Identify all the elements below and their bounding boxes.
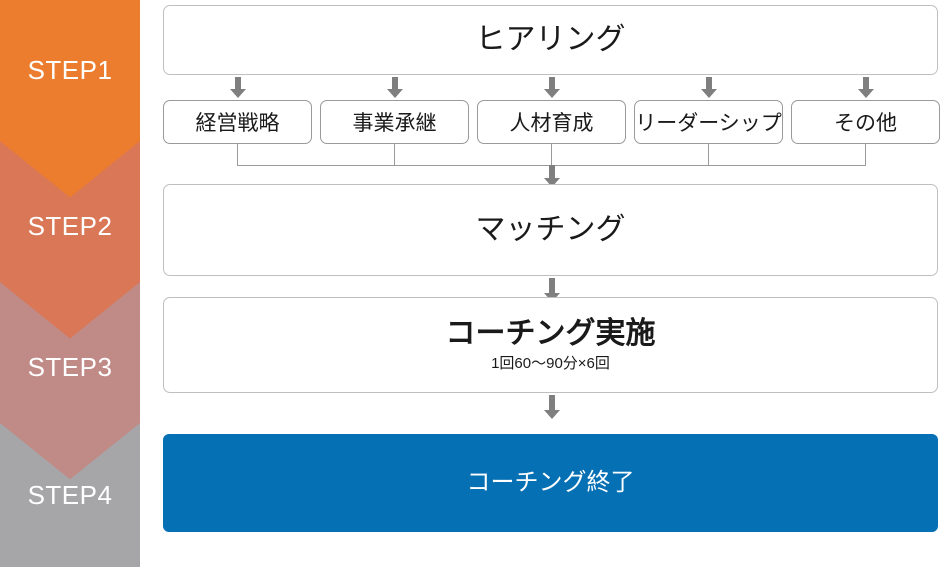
arrow-to-category-5 (858, 77, 874, 98)
matching-label: マッチング (475, 212, 626, 246)
step-label-4: STEP4 (27, 480, 113, 510)
step-chevron-4: STEP4 (0, 423, 140, 567)
coaching-detail: 1回60〜90分×6回 (491, 355, 610, 373)
category-box-5[interactable]: その他 (791, 100, 940, 144)
category-box-3[interactable]: 人材育成 (477, 100, 626, 144)
arrow-to-category-3 (544, 77, 560, 98)
hearing-label: ヒアリング (475, 22, 626, 56)
category-label-4: リーダーシップ (635, 112, 782, 135)
connector-drop-4 (708, 144, 709, 165)
step-rail: STEP1 STEP2 STEP3 STEP4 (0, 0, 140, 567)
hearing-box[interactable]: ヒアリング (163, 5, 938, 75)
category-label-3: 人材育成 (509, 112, 594, 135)
connector-drop-3 (551, 144, 552, 165)
arrow-to-category-4 (701, 77, 717, 98)
category-label-2: 事業承継 (352, 112, 437, 135)
step-chevron-4-shape (0, 423, 140, 567)
matching-box[interactable]: マッチング (163, 184, 938, 276)
category-label-5: その他 (834, 112, 897, 135)
coaching-label: コーチング実施 (445, 316, 656, 350)
completion-label: コーチング終了 (466, 469, 635, 497)
connector-drop-5 (865, 144, 866, 165)
arrow-coaching-to-completion (544, 395, 560, 419)
category-box-2[interactable]: 事業承継 (320, 100, 469, 144)
step-label-2: STEP2 (27, 211, 113, 241)
connector-drop-2 (394, 144, 395, 165)
arrow-to-category-2 (387, 77, 403, 98)
step-label-3: STEP3 (27, 352, 113, 382)
connector-drop-1 (237, 144, 238, 165)
step-label-1: STEP1 (27, 55, 113, 85)
category-box-1[interactable]: 経営戦略 (163, 100, 312, 144)
completion-box[interactable]: コーチング終了 (163, 434, 938, 532)
flow-column: ヒアリング 経営戦略 事業承継 人材育成 (163, 0, 940, 567)
category-label-1: 経営戦略 (195, 112, 280, 135)
arrow-to-matching (544, 165, 560, 187)
coaching-box[interactable]: コーチング実施 1回60〜90分×6回 (163, 297, 938, 393)
category-box-4[interactable]: リーダーシップ (634, 100, 783, 144)
arrow-to-category-1 (230, 77, 246, 98)
